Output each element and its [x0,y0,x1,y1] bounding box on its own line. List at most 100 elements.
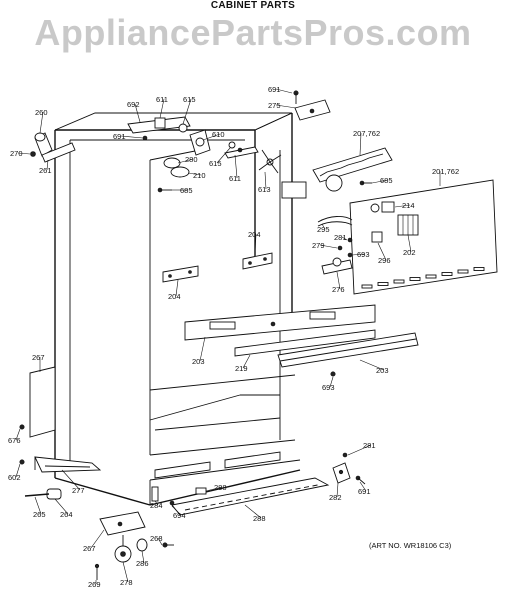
rail-219 [234,329,376,357]
screw-691-lower [355,475,366,485]
leader-l685b [371,179,389,184]
roller-264 [46,488,62,500]
callout-l210: 210 [193,171,206,180]
callout-l261: 261 [39,166,52,175]
control-housing-207 [281,147,393,199]
leader-l613 [264,171,267,190]
leader-l615a [182,98,192,125]
leader-l260 [39,111,44,134]
callout-l202: 202 [403,248,416,257]
leader-l270 [17,152,31,155]
callout-l611b: 611 [229,174,241,183]
bracket-611-mid [224,146,259,159]
control-panel-201 [349,179,498,295]
callout-l275: 275 [268,101,281,110]
part-611-top [154,117,166,129]
callout-l267a: 267 [32,353,45,362]
callout-l267b: 267 [83,544,96,553]
leader-l694 [171,505,182,516]
leader-l693a [351,253,366,256]
watermark: AppliancePartsPros.com [34,12,472,53]
leader-l275 [275,104,297,109]
leader-l265 [34,496,42,515]
leader-l691b [120,135,144,139]
bracket-277 [34,456,102,473]
leader-l602 [15,463,21,478]
callout-l277: 277 [72,486,85,495]
callout-l694: 694 [173,511,186,520]
callout-l685a: 685 [180,186,193,195]
leader-l279 [319,244,338,249]
bracket-204-left [162,265,199,283]
leader-lines [15,88,441,584]
callout-l281a: 281 [334,233,347,242]
callout-l270: 270 [10,149,23,158]
screw-279 [337,245,343,251]
leader-l214 [394,204,411,208]
callout-l207_762: 207,762 [353,129,380,138]
leader-l204b [175,279,179,297]
callout-l691b: 691 [113,132,126,141]
leader-l203b [359,359,385,371]
callout-l615b: 615 [209,159,222,168]
leader-l284 [154,500,159,506]
callout-l204b: 204 [168,292,181,301]
callout-l613: 613 [258,185,271,194]
leader-l261 [46,159,49,171]
callout-l288b: 288 [253,514,266,523]
screw-694 [169,500,175,506]
callout-l204a: 204 [248,230,261,239]
leader-l267b [90,529,105,549]
callout-l280: 280 [185,155,198,164]
leader-l282 [336,482,339,498]
leader-l281b [347,444,372,456]
hinge-282 [332,462,351,484]
hinge-pin-261 [41,142,76,163]
part-280 [163,157,181,169]
leader-l295 [321,223,326,230]
callout-l685b: 685 [380,176,393,185]
hinge-260 [34,132,53,157]
callout-l276: 276 [332,285,345,294]
rail-203-lower [277,332,419,368]
screw-268 [162,542,174,548]
rail-203-upper [184,304,376,341]
leader-l280 [177,158,194,164]
leader-l268 [157,537,163,546]
cabinet-shell [54,112,301,506]
screw-691-top [293,90,299,104]
callout-l288a: 288 [214,483,227,492]
callout-l286: 286 [136,559,149,568]
screw-685-left [157,187,172,193]
screw-685-right [359,180,372,186]
callout-l692: 692 [127,100,140,109]
screw-693-top [347,252,353,258]
leader-l296 [377,242,387,261]
fan-613 [258,149,282,174]
callout-l268: 268 [150,534,163,543]
panel-267 [29,366,56,438]
leader-l691a [275,88,293,94]
thermostat-276 [321,257,353,275]
clip-288-small [195,487,207,495]
screw-281-top [347,237,353,243]
leader-l276 [336,271,341,290]
callout-l278: 278 [120,578,133,587]
leader-l610 [202,133,221,141]
callout-l611a: 611 [156,95,168,104]
screw-693-mid [330,371,336,377]
leader-l611a [159,98,165,119]
leader-l204a [254,233,257,255]
screw-691-top-left [142,135,148,141]
leader-l219 [242,354,251,369]
callout-l269: 269 [88,580,101,589]
damper-610 [189,129,211,156]
part-615-top [178,123,188,133]
art-number: (ART NO. WR18106 C3) [369,541,452,550]
part-615-mid [228,141,236,149]
leader-l288a [205,486,223,492]
leader-l286 [141,550,145,564]
callout-l284: 284 [150,501,163,510]
leader-l691c [359,481,367,492]
